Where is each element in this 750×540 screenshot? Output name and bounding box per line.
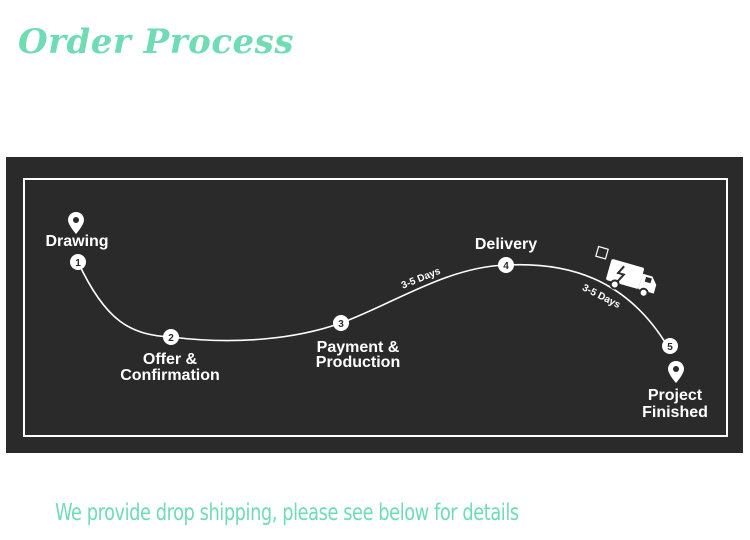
step-label-confirmation: Confirmation	[120, 367, 220, 384]
step-node-5: 5	[662, 338, 678, 354]
page-title: Order Process	[18, 22, 294, 62]
step-number: 2	[168, 333, 174, 344]
step-number: 1	[75, 258, 81, 269]
step-node-3: 3	[333, 315, 349, 331]
step-label-finished: Finished	[642, 404, 708, 421]
step-label-offer: Offer &	[143, 351, 198, 368]
step-node-4: 4	[498, 257, 514, 273]
process-svg: 1 2 3 4 5 Drawing Offer & Confirmation P…	[23, 178, 728, 437]
step-label-payment: Payment &	[317, 339, 400, 356]
step-label-project: Project	[648, 387, 703, 404]
order-process-diagram: 1 2 3 4 5 Drawing Offer & Confirmation P…	[6, 157, 743, 453]
step-label-drawing: Drawing	[45, 233, 108, 250]
step-number: 5	[667, 342, 673, 353]
step-label-production: Production	[316, 354, 400, 371]
panel-border	[23, 178, 728, 437]
delivery-truck-icon	[595, 245, 657, 298]
step-node-2: 2	[163, 329, 179, 345]
step-node-1: 1	[70, 254, 86, 270]
step-number: 3	[338, 319, 344, 330]
drop-shipping-note: We provide drop shipping, please see bel…	[55, 500, 519, 526]
step-label-delivery: Delivery	[475, 236, 537, 253]
location-pin-icon	[68, 212, 84, 234]
step-number: 4	[503, 261, 509, 272]
location-pin-icon	[668, 361, 684, 383]
